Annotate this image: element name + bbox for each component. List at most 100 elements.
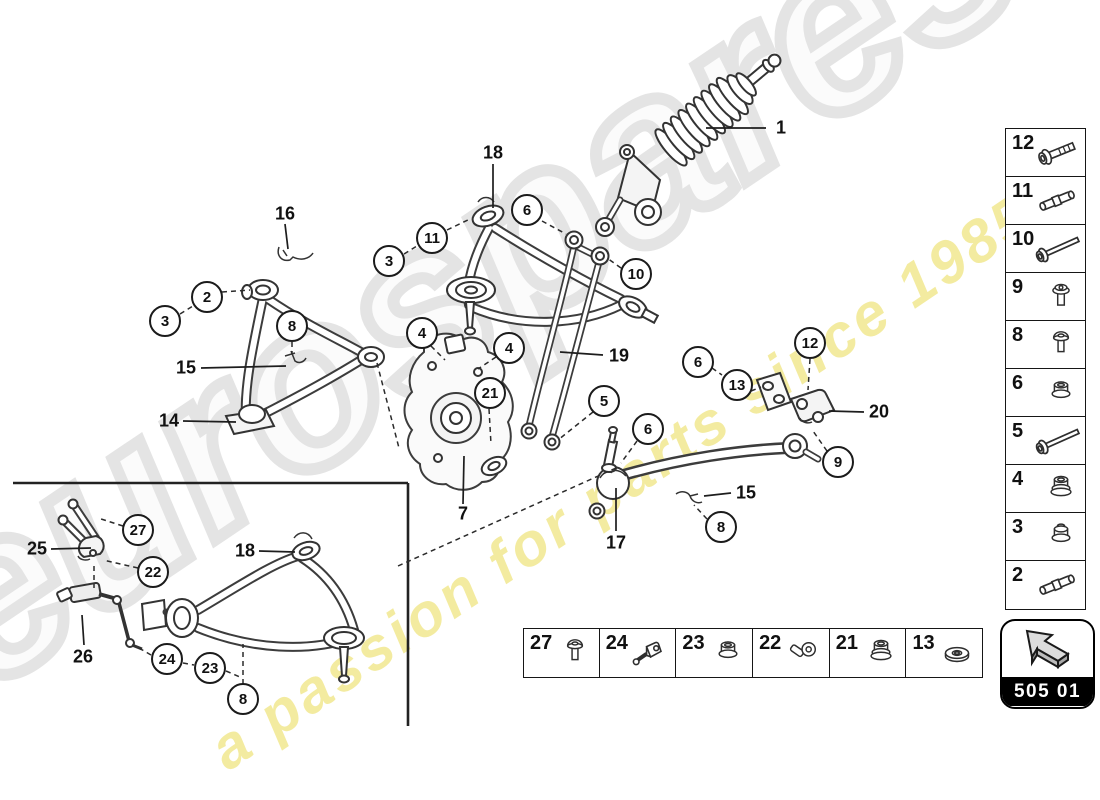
lower-control-arm [588, 426, 822, 520]
callout-22[interactable]: 22 [137, 556, 169, 588]
fastener-strip: 27 24 23 22 21 13 [523, 628, 984, 678]
callout-8[interactable]: 8 [276, 310, 308, 342]
callout-13[interactable]: 13 [721, 369, 753, 401]
sidebar-item-2[interactable]: 2 [1006, 561, 1085, 609]
part-number: 11 [1012, 180, 1034, 202]
sidebar-item-10[interactable]: 10 [1006, 225, 1085, 273]
sidebar-item-9[interactable]: 9 [1006, 273, 1085, 321]
page-code-box[interactable]: 505 01 [1000, 619, 1095, 709]
flange-nut-icon [1039, 373, 1083, 413]
callout-6[interactable]: 6 [682, 346, 714, 378]
fork-link [520, 230, 610, 451]
hex-flange-bolt-icon [1033, 133, 1083, 173]
part-number: 24 [605, 632, 628, 654]
sidebar-item-11[interactable]: 11 [1006, 177, 1085, 225]
callout-3[interactable]: 3 [149, 305, 181, 337]
long-hex-bolt-icon [1031, 421, 1083, 461]
part-label-1[interactable]: 1 [775, 117, 787, 138]
part-label-20[interactable]: 20 [868, 401, 890, 422]
flange-nut-icon [706, 633, 750, 673]
strip-item-24[interactable]: 24 [599, 628, 677, 678]
part-number: 4 [1012, 468, 1024, 490]
socket-head-screw-icon [783, 633, 827, 673]
part-label-14[interactable]: 14 [158, 410, 180, 431]
flange-nut-washer-icon [859, 633, 903, 673]
long-hex-bolt-icon [1031, 229, 1083, 269]
page-code: 505 01 [1002, 677, 1093, 706]
callout-23[interactable]: 23 [194, 652, 226, 684]
shock-absorber [595, 53, 782, 237]
callout-4[interactable]: 4 [493, 332, 525, 364]
part-label-16[interactable]: 16 [274, 203, 296, 224]
part-number: 2 [1012, 564, 1024, 586]
dashed-leader-lines [93, 218, 828, 684]
callout-3[interactable]: 3 [373, 245, 405, 277]
callout-8[interactable]: 8 [227, 683, 259, 715]
inset-wishbone [140, 532, 365, 684]
part-number: 5 [1012, 420, 1024, 442]
part-number: 13 [912, 632, 935, 654]
part-label-17[interactable]: 17 [605, 532, 627, 553]
callout-8[interactable]: 8 [705, 511, 737, 543]
fastener-sidebar: 12 11 10 9 8 6 5 4 3 [1005, 128, 1086, 610]
button-head-screw-icon [553, 633, 597, 673]
sidebar-item-5[interactable]: 5 [1006, 417, 1085, 465]
sensor-bracket-icon [625, 633, 673, 673]
callout-12[interactable]: 12 [794, 327, 826, 359]
callout-2[interactable]: 2 [191, 281, 223, 313]
sidebar-item-6[interactable]: 6 [1006, 369, 1085, 417]
callout-21[interactable]: 21 [474, 377, 506, 409]
callout-10[interactable]: 10 [620, 258, 652, 290]
sensor-bracket-25 [57, 498, 105, 561]
part-label-25[interactable]: 25 [26, 538, 48, 559]
inset-box [13, 481, 410, 726]
strip-item-23[interactable]: 23 [676, 628, 754, 678]
part-label-15[interactable]: 15 [175, 357, 197, 378]
sidebar-item-4[interactable]: 4 [1006, 465, 1085, 513]
washer-disc-icon [934, 633, 980, 673]
sidebar-item-12[interactable]: 12 [1006, 129, 1085, 177]
callout-6[interactable]: 6 [511, 194, 543, 226]
torx-flange-screw-icon [1039, 277, 1083, 317]
callout-5[interactable]: 5 [588, 385, 620, 417]
part-label-18[interactable]: 18 [234, 540, 256, 561]
mount-plate-13 [755, 371, 793, 412]
part-label-7[interactable]: 7 [457, 503, 469, 524]
part-label-19[interactable]: 19 [608, 345, 630, 366]
part-label-26[interactable]: 26 [72, 646, 94, 667]
leader-lines [50, 127, 865, 646]
part-number: 6 [1012, 372, 1024, 394]
clip-15-right [675, 491, 703, 504]
callout-24[interactable]: 24 [151, 643, 183, 675]
stepped-pin-icon [1033, 565, 1083, 605]
callout-6[interactable]: 6 [632, 413, 664, 445]
part-label-15[interactable]: 15 [735, 482, 757, 503]
stepped-pin-icon [1033, 181, 1083, 221]
back-arrow-icon [1002, 621, 1093, 677]
strip-item-27[interactable]: 27 [523, 628, 600, 678]
strip-item-22[interactable]: 22 [753, 628, 830, 678]
retainer-clip-16 [277, 246, 314, 262]
upper-wishbone-center [446, 196, 660, 336]
callout-4[interactable]: 4 [406, 317, 438, 349]
part-number: 22 [759, 632, 782, 654]
callout-27[interactable]: 27 [122, 514, 154, 546]
part-label-18[interactable]: 18 [482, 142, 504, 163]
part-number: 23 [682, 632, 705, 654]
sidebar-item-8[interactable]: 8 [1006, 321, 1085, 369]
callout-11[interactable]: 11 [416, 222, 448, 254]
wheel-knuckle [403, 332, 514, 491]
part-number: 9 [1012, 276, 1024, 298]
button-head-screw-icon [1039, 325, 1083, 365]
sidebar-item-3[interactable]: 3 [1006, 513, 1085, 561]
lock-nut-icon [1039, 517, 1083, 557]
part-number: 3 [1012, 516, 1024, 538]
clip-15-left [284, 350, 307, 364]
height-sensor-26 [56, 581, 143, 651]
strip-item-13[interactable]: 13 [906, 628, 984, 678]
strip-item-21[interactable]: 21 [829, 628, 907, 678]
part-number: 12 [1012, 132, 1035, 154]
callout-9[interactable]: 9 [822, 446, 854, 478]
